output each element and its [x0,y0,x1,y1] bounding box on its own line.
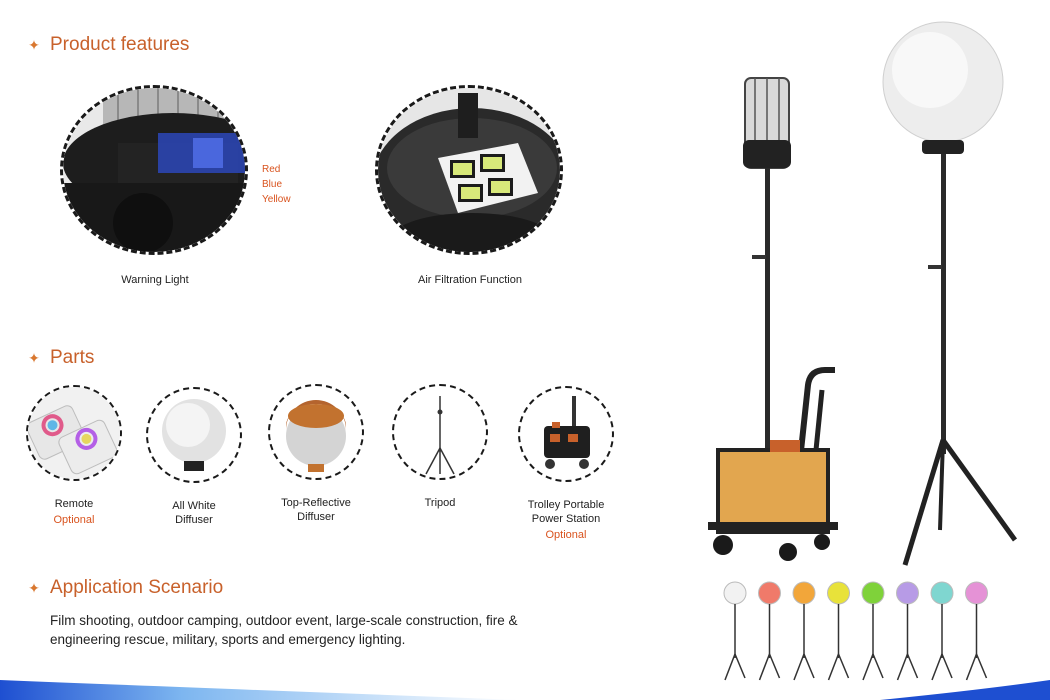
warning-light-caption: Warning Light [121,274,189,286]
features-title: Product features [50,34,190,55]
part-top-reflective-caption: Top-Reflective Diffuser [281,497,351,523]
color-balloon-5 [896,581,919,681]
part-trolley-name: Trolley Portable Power Station [527,499,605,525]
tripod-image [392,384,488,480]
air-filtration-caption: Air Filtration Function [418,274,522,286]
white-diffuser-image [146,387,242,483]
color-blue: Blue [262,179,283,190]
star-bullet-icon: ✦ [28,349,40,366]
air-filtration-image [375,85,563,255]
part-white-diffuser-caption: All White Diffuser [172,500,216,526]
color-balloon-1 [758,581,781,681]
color-balloon-2 [792,581,816,681]
part-tripod-caption: Tripod [424,497,456,509]
color-red: Red [262,164,281,175]
trolley-power-station [708,367,838,561]
color-balloon-row [723,581,988,681]
balloon-lamp [882,21,1018,566]
star-bullet-icon: ✦ [28,579,40,596]
color-yellow: Yellow [262,194,291,205]
part-remote-name: Remote [54,498,94,510]
remote-image [26,385,122,481]
part-trolley-note: Optional [545,529,587,541]
part-remote-note: Optional [53,514,95,526]
color-balloon-6 [930,581,954,681]
lantern-lamp-head [743,77,791,169]
part-remote-caption: Remote Optional [26,497,122,527]
trolley-power-station-image [518,386,614,482]
star-bullet-icon: ✦ [28,36,40,53]
color-balloon-7 [965,581,988,681]
section-title-application: ✦ Application Scenario [28,577,223,599]
application-description: Film shooting, outdoor camping, outdoor … [50,613,518,647]
color-balloon-0 [723,581,747,681]
color-balloon-4 [861,581,885,681]
parts-title: Parts [50,347,95,368]
warning-colors-list: Red Blue Yellow [262,162,291,207]
top-reflective-diffuser-image [268,384,364,480]
warning-light-image [60,85,248,255]
color-balloon-3 [827,581,850,681]
bottom-blue-band [0,680,1050,700]
section-title-features: ✦ Product features [28,34,189,56]
application-title: Application Scenario [50,577,224,598]
part-trolley-caption: Trolley Portable Power Station Optional [505,498,627,542]
product-illustration [708,21,1018,566]
section-title-parts: ✦ Parts [28,347,94,369]
